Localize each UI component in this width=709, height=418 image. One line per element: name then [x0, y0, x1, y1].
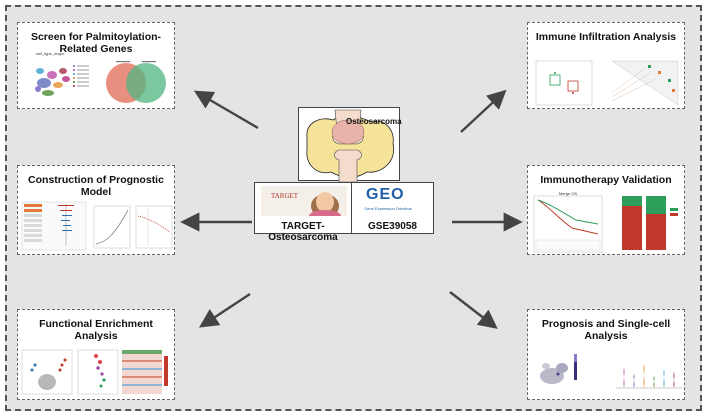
panel-screen-genes: Screen for Palmitoylation-Related Genes … [17, 22, 175, 109]
volcano-plot [21, 349, 73, 395]
forest-plot [21, 201, 87, 251]
panel-immune-infiltration: Immune Infiltration Analysis [527, 22, 685, 109]
geo-logo: GEO [366, 186, 405, 203]
immunotherapy-thumbnail: Merge OS [533, 191, 678, 253]
stacked-bar [622, 196, 678, 250]
child-photo [309, 192, 341, 216]
arrow-to-immune [460, 89, 507, 133]
panel-title: Construction of Prognostic Model [28, 174, 164, 198]
geo-label: GSE39058 [368, 221, 417, 232]
panel-prognosis-single-cell: Prognosis and Single-cell Analysis [527, 309, 685, 400]
umap-venn-thumbnail [35, 61, 166, 103]
geo-subtitle: Gene Expression Omnibus [364, 206, 412, 211]
bone-tumor-icon [306, 109, 395, 182]
panel-title: Screen for Palmitoylation-Related Genes [30, 31, 162, 55]
feature-umap [540, 354, 577, 384]
osteosarcoma-illustration: Osteosarcoma [298, 107, 402, 182]
violin-plot [616, 364, 682, 389]
venn-diagram [106, 61, 166, 103]
lasso-coef-plot [93, 205, 131, 249]
target-logo: TARGET [271, 192, 299, 200]
arrow-to-enrichment [198, 292, 251, 328]
km-curve [533, 195, 603, 253]
correlation-heatmap [611, 60, 679, 106]
lasso-cv-plot [135, 205, 173, 249]
arrow-to-screen [193, 90, 259, 130]
go-dot-plot [77, 349, 119, 395]
umap-legend [73, 65, 89, 87]
panel-immunotherapy-validation: Immunotherapy Validation Merge OS [527, 165, 685, 255]
heatmap [122, 350, 168, 394]
forest-lasso-thumbnail [21, 201, 173, 251]
umap-clusters [35, 68, 70, 96]
panel-title: Functional Enrichment Analysis [39, 318, 153, 342]
arrow-to-prognosis-sc [449, 291, 498, 329]
immune-thumbnail [535, 60, 679, 106]
panel-title: Immunotherapy Validation [540, 174, 672, 186]
geo-dataset-box: GEO Gene Expression Omnibus GSE39058 [351, 182, 434, 234]
target-dataset-box: TARGET TARGET-Osteosarcoma [254, 182, 352, 243]
km-title: Merge OS [559, 191, 578, 196]
organ-label: Osteosarcoma [346, 117, 402, 126]
panel-functional-enrichment: Functional Enrichment Analysis [17, 309, 175, 400]
single-cell-thumbnail [540, 354, 682, 389]
umap-label: cell_type_major [36, 51, 65, 56]
panel-prognostic-model: Construction of Prognostic Model [17, 165, 175, 255]
target-banner: TARGET [261, 186, 347, 216]
enrichment-thumbnail [21, 349, 168, 395]
panel-title: Immune Infiltration Analysis [535, 31, 677, 43]
target-label: TARGET-Osteosarcoma [268, 221, 338, 243]
panel-title: Prognosis and Single-cell Analysis [541, 318, 671, 342]
boxplot [535, 60, 593, 106]
